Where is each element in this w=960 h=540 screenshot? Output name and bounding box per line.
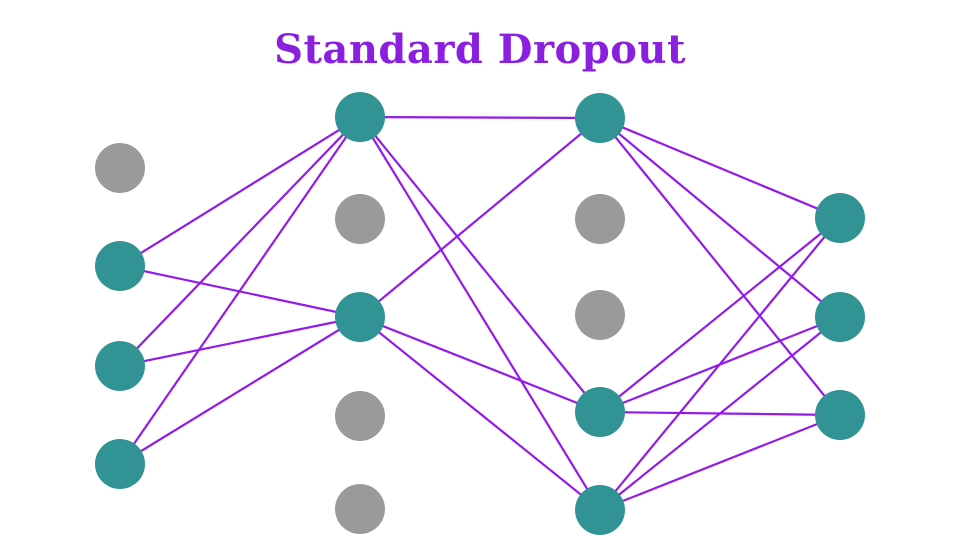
edges-group [119,115,841,512]
hidden-layer-1-node-2-dropped [335,194,385,244]
hidden-layer-2-node-5-active [575,485,625,535]
connection-edge [359,116,601,511]
connection-edge [119,116,361,267]
connection-edge [119,316,361,465]
hidden-layer-2-node-4-active [575,387,625,437]
connection-edge [599,117,841,416]
connection-edge [599,316,841,511]
connection-edge [119,315,361,368]
output-layer-node-3-active [815,390,865,440]
connection-edge [119,116,361,465]
input-layer-node-2-active [95,241,145,291]
output-layer-node-1-active [815,193,865,243]
hidden-layer-1-node-1-active [335,92,385,142]
connection-edge [119,116,361,367]
hidden-layer-1-node-4-dropped [335,391,385,441]
input-layer-node-4-active [95,439,145,489]
connection-edge [359,117,601,318]
connection-edge [599,116,841,220]
hidden-layer-2-node-1-active [575,93,625,143]
connection-edge [359,315,601,414]
hidden-layer-2-node-2-dropped [575,194,625,244]
connection-edge [359,116,601,413]
connection-edge [599,217,841,413]
input-layer-node-1-dropped [95,143,145,193]
hidden-layer-2-node-3-dropped [575,290,625,340]
hidden-layer-1-node-5-dropped [335,484,385,534]
hidden-layer-1-node-3-active [335,292,385,342]
nodes-group [95,92,865,535]
output-layer-node-2-active [815,292,865,342]
connection-edge [359,115,601,120]
connection-edge [599,217,841,511]
diagram-title: Standard Dropout [274,26,686,73]
connection-edge [599,413,841,512]
input-layer-node-3-active [95,341,145,391]
connection-edge [599,117,841,318]
connection-edge [359,316,601,511]
